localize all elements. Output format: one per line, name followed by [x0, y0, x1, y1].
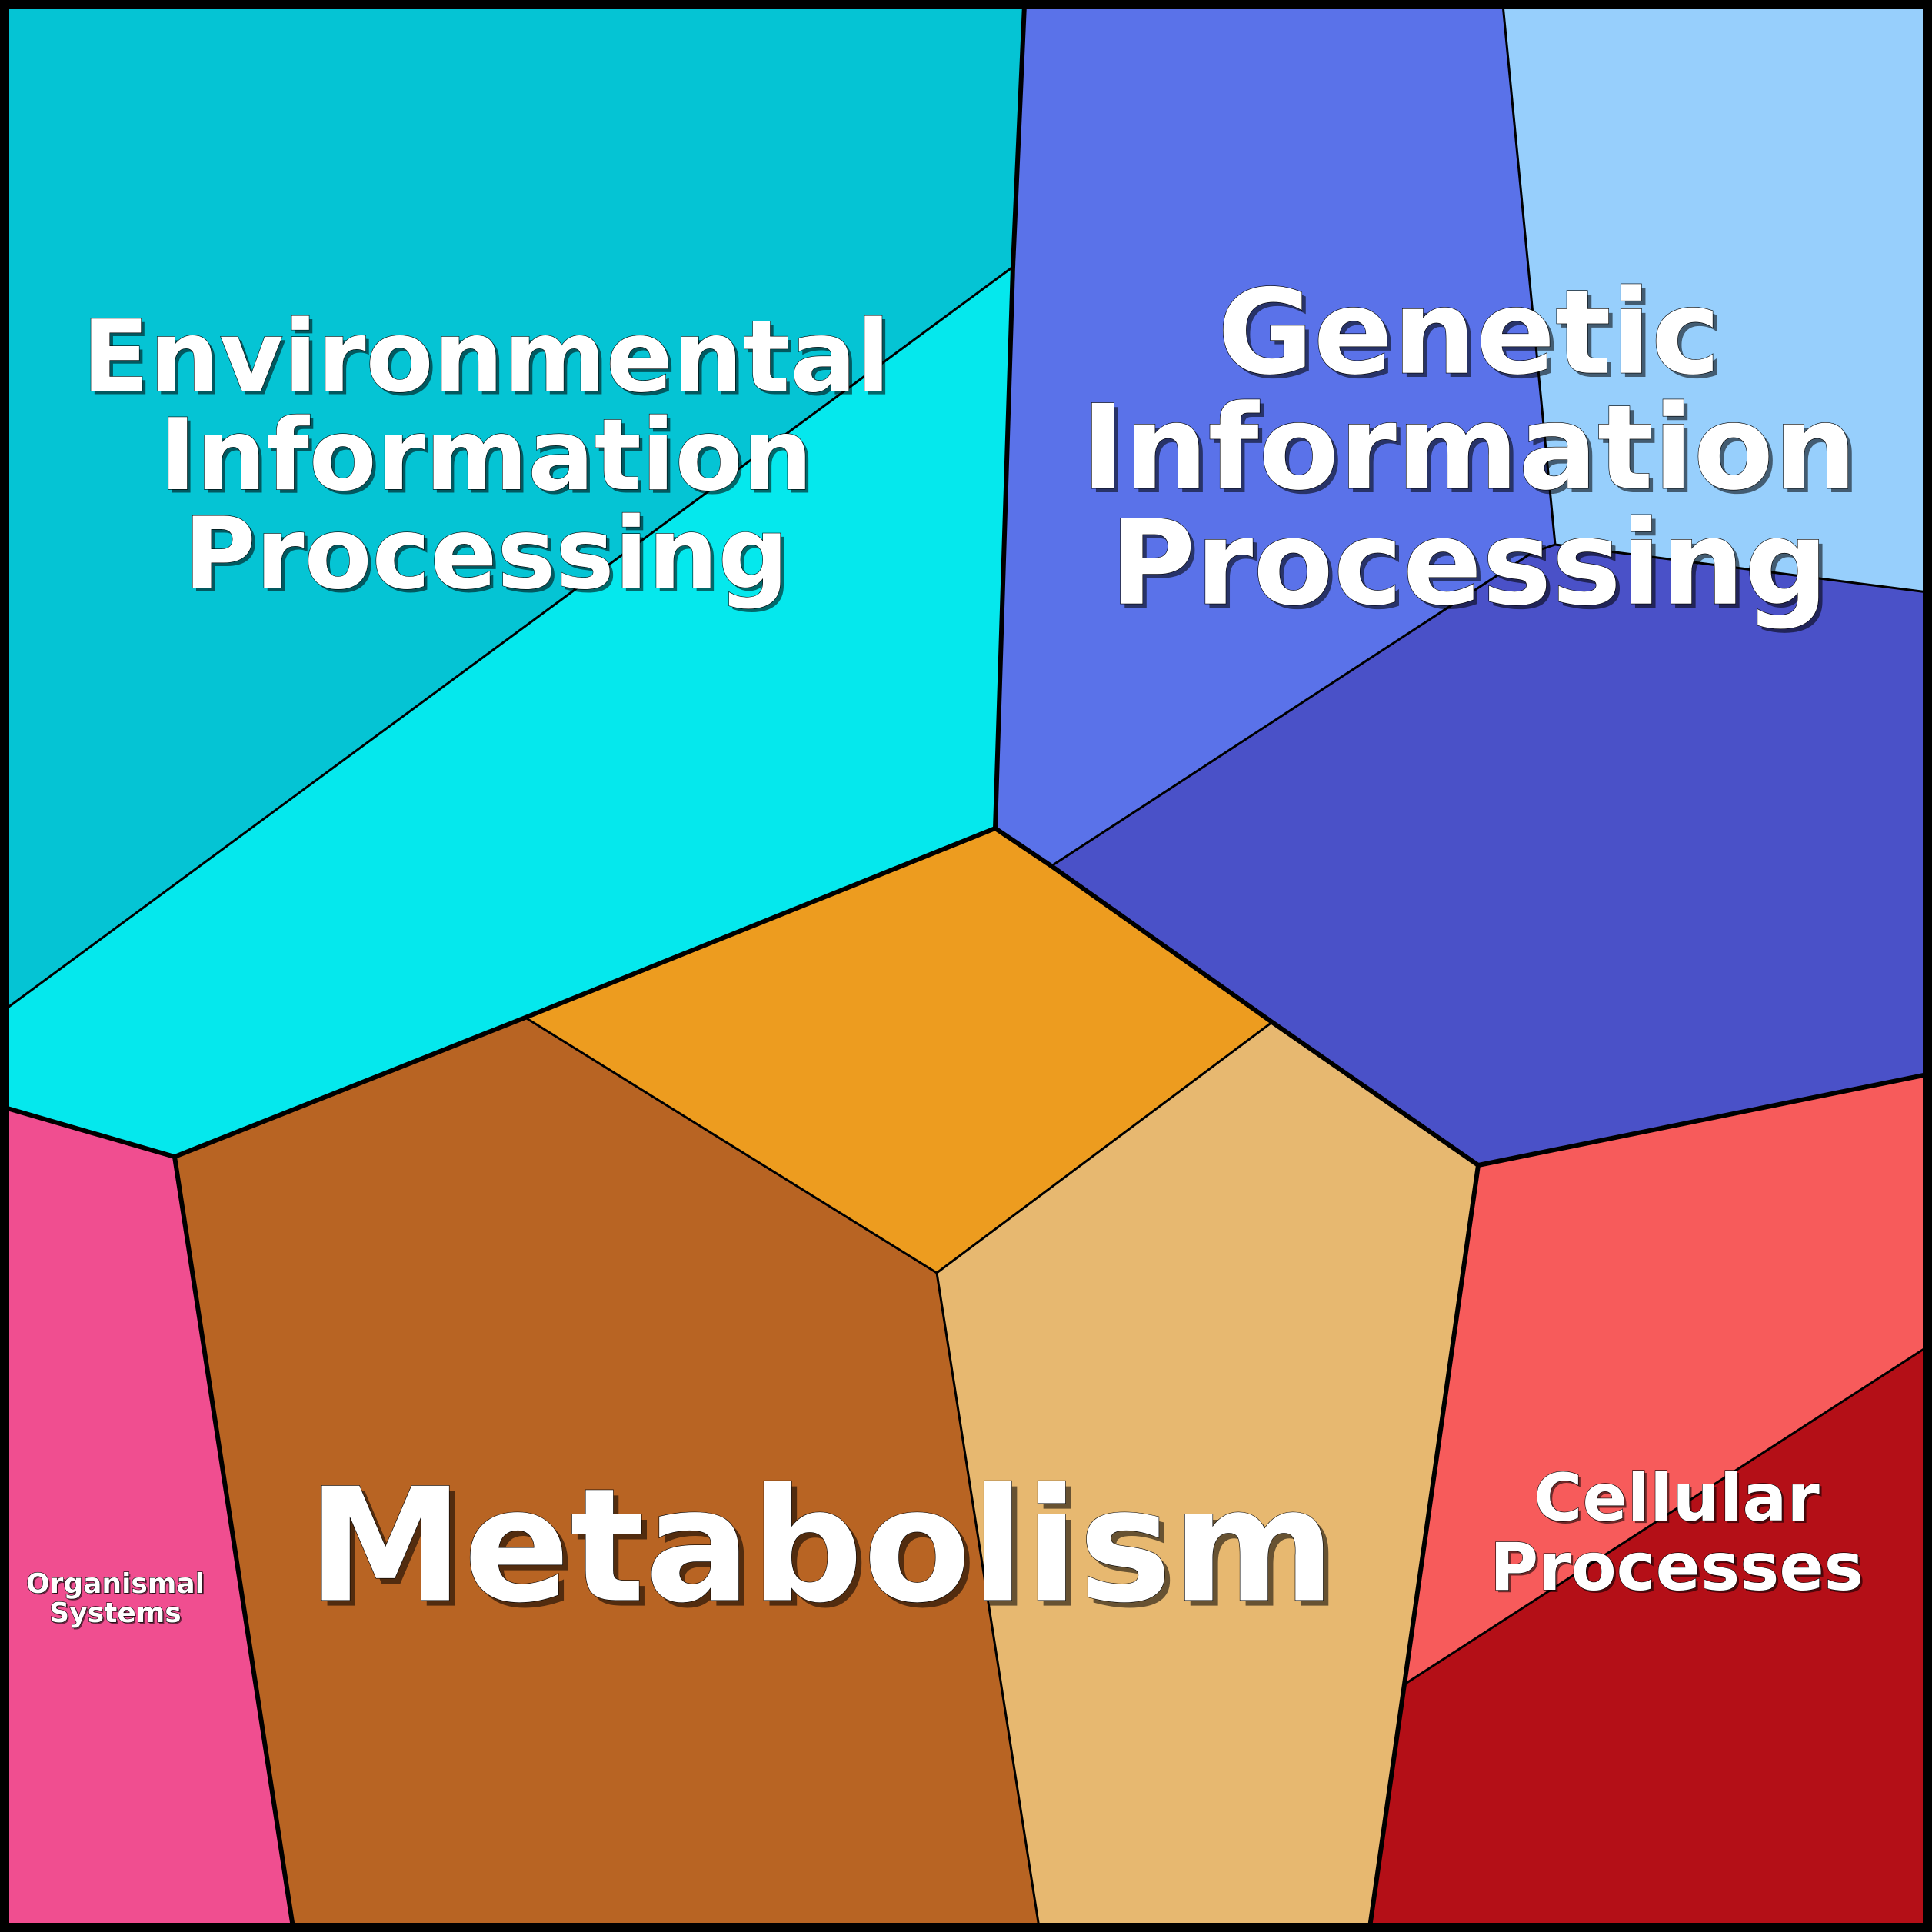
- metabolism-label-shadow-line: Metabolism: [313, 1461, 1341, 1644]
- organismal-label-line: Systems: [49, 1597, 181, 1629]
- metabolism-cell-2[interactable]: [175, 1018, 1039, 1927]
- category-genetic-information-processing: [995, 4, 1928, 1165]
- genetic-cell-3[interactable]: [1051, 545, 1927, 1165]
- environmental-label-line: Processing: [184, 497, 789, 611]
- category-labels: EnvironmentalEnvironmentalInformationInf…: [25, 264, 1866, 1644]
- genetic-cell-2[interactable]: [1503, 5, 1927, 592]
- environmental-label-shadow-line: Processing: [187, 501, 792, 615]
- organismal-label-shadow-line: Systems: [51, 1599, 182, 1631]
- environmental-label-line: Information: [159, 398, 812, 513]
- category-organismal-systems: [5, 1108, 293, 1927]
- genetic-label-line: Information: [1081, 380, 1857, 516]
- genetic-label-line: Genetic: [1217, 265, 1720, 401]
- environmental-label: EnvironmentalEnvironmentalInformationInf…: [82, 299, 894, 615]
- genetic-cell-1[interactable]: [995, 5, 1555, 866]
- genetic-label: GeneticGeneticInformationInformationProc…: [1081, 264, 1861, 635]
- organismal-label-line: Organismal: [26, 1568, 205, 1600]
- cellular-cell-1[interactable]: [1404, 1074, 1927, 1684]
- genetic-label-shadow-line: Information: [1085, 384, 1861, 520]
- genetic-label-shadow-line: Processing: [1114, 499, 1832, 635]
- environmental-cell-2[interactable]: [5, 267, 1013, 1157]
- environmental-cell-1[interactable]: [5, 5, 1024, 1010]
- metabolism-cell-3[interactable]: [937, 1022, 1478, 1927]
- environmental-label-line: Environmental: [82, 300, 891, 415]
- organismal-cell-1[interactable]: [5, 1108, 293, 1927]
- environmental-label-shadow-line: Environmental: [85, 304, 894, 418]
- cellular-label-line: Processes: [1490, 1529, 1864, 1606]
- cellular-label-shadow-line: Processes: [1492, 1531, 1866, 1608]
- category-cellular-processes: [1370, 1074, 1928, 1927]
- metabolism-label-line: Metabolism: [308, 1455, 1336, 1637]
- category-metabolism: [175, 828, 1478, 1928]
- organismal-label-shadow-line: Organismal: [28, 1570, 206, 1601]
- genetic-label-line: Processing: [1110, 495, 1828, 631]
- genetic-label-shadow-line: Genetic: [1221, 268, 1724, 405]
- cellular-label-shadow-line: Cellular: [1536, 1462, 1822, 1539]
- category-environmental-information-processing: [4, 5, 1024, 1157]
- cellular-cell-2[interactable]: [1370, 1347, 1927, 1927]
- environmental-label-shadow-line: Information: [163, 402, 816, 517]
- cellular-label-line: Cellular: [1534, 1460, 1820, 1537]
